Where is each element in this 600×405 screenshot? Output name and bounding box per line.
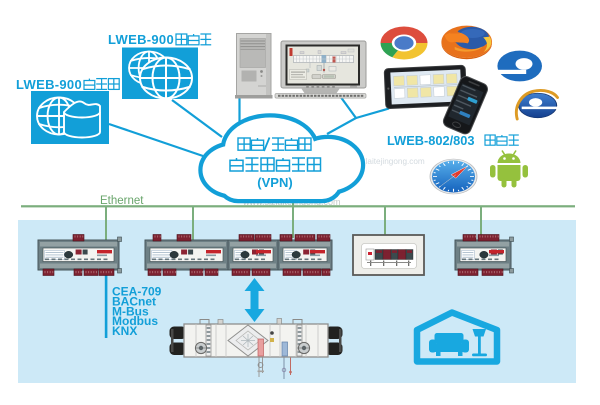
svg-text:LWEB-802/803: LWEB-802/803 — [387, 133, 475, 148]
svg-text:LWEB-900: LWEB-900 — [16, 77, 82, 92]
svg-text:LWEB-900: LWEB-900 — [108, 32, 174, 47]
svg-text:(VPN): (VPN) — [257, 175, 292, 190]
svg-text:KNX: KNX — [112, 324, 137, 338]
